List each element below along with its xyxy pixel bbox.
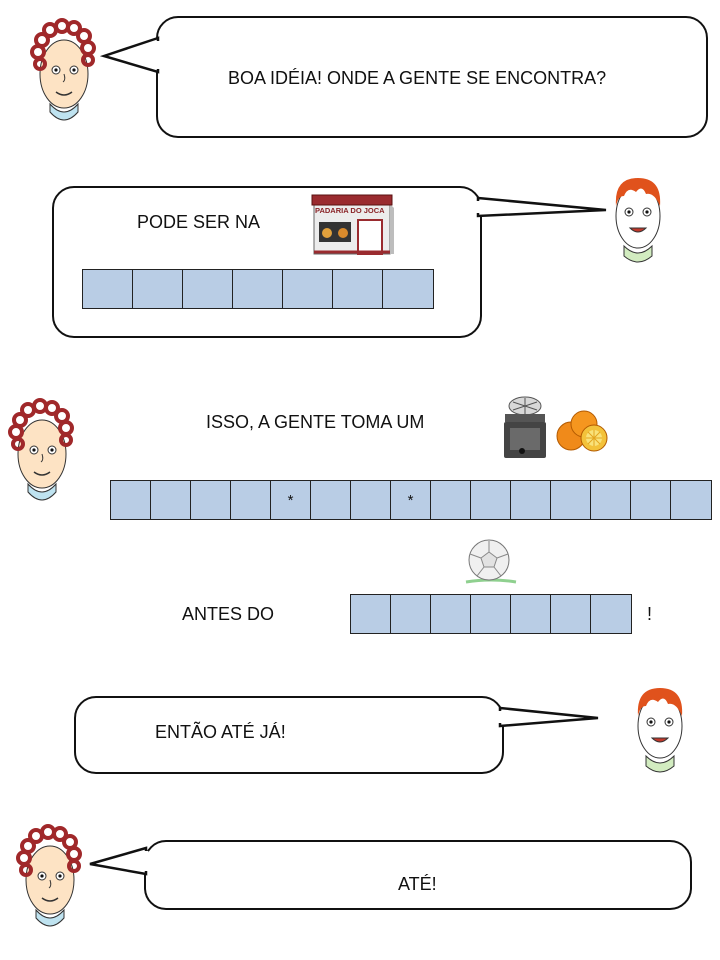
letter-cell[interactable] — [333, 270, 383, 308]
letter-cell[interactable] — [631, 481, 671, 519]
letter-cell[interactable] — [511, 595, 551, 633]
letter-cell[interactable] — [471, 595, 511, 633]
bakery-icon — [311, 194, 394, 255]
speech-bubble-1 — [156, 16, 708, 138]
dialogue-line-4-end: ! — [647, 604, 653, 624]
letter-cell[interactable] — [591, 481, 631, 519]
speech-bubble-2 — [52, 186, 482, 338]
speech-bubble-5 — [74, 696, 504, 774]
letter-cell[interactable] — [283, 270, 333, 308]
curly-hair-girl-icon — [30, 18, 96, 121]
letter-cell[interactable] — [383, 270, 433, 308]
curly-hair-girl-icon — [16, 824, 82, 927]
dialogue-line-5: ENTÃO ATÉ JÁ! — [155, 722, 286, 742]
letter-cell[interactable] — [431, 481, 471, 519]
dialogue-line-2: PODE SER NA — [137, 212, 261, 232]
letter-cell[interactable] — [591, 595, 631, 633]
letter-cell[interactable] — [671, 481, 711, 519]
word-grid-1[interactable] — [82, 269, 434, 309]
letter-cell[interactable] — [151, 481, 191, 519]
letter-cell[interactable] — [511, 481, 551, 519]
letter-cell[interactable] — [351, 595, 391, 633]
letter-cell[interactable]: * — [391, 481, 431, 519]
dialogue-line-1: BOA IDÉIA! ONDE A GENTE SE ENCONTRA? — [228, 68, 607, 88]
letter-cell[interactable] — [111, 481, 151, 519]
letter-cell[interactable] — [311, 481, 351, 519]
letter-cell[interactable] — [183, 270, 233, 308]
letter-cell[interactable] — [83, 270, 133, 308]
redhead-boy-icon — [615, 178, 661, 263]
letter-cell[interactable] — [391, 595, 431, 633]
letter-cell[interactable] — [471, 481, 511, 519]
letter-cell[interactable] — [551, 481, 591, 519]
letter-cell[interactable] — [551, 595, 591, 633]
letter-cell[interactable] — [231, 481, 271, 519]
oranges-icon — [556, 410, 608, 452]
dialogue-line-4: ANTES DO — [182, 604, 275, 624]
curly-hair-girl-icon — [8, 398, 74, 501]
letter-cell[interactable]: * — [271, 481, 311, 519]
letter-cell[interactable] — [233, 270, 283, 308]
soccer-ball-icon — [465, 539, 517, 584]
bakery-sign-text: PADARIA DO JOCA — [315, 206, 385, 215]
speech-bubble-6-tail — [89, 846, 149, 876]
letter-cell[interactable] — [133, 270, 183, 308]
letter-cell[interactable] — [351, 481, 391, 519]
speech-bubble-6 — [144, 840, 692, 910]
dialogue-line-3: ISSO, A GENTE TOMA UM — [206, 412, 425, 432]
redhead-boy-icon — [637, 688, 683, 773]
dialogue-line-6: ATÉ! — [398, 874, 437, 894]
speech-bubble-5-tail — [498, 706, 599, 728]
speech-bubble-2-tail — [476, 196, 607, 218]
word-grid-3[interactable] — [350, 594, 632, 634]
speech-bubble-1-tail — [99, 36, 161, 74]
juicer-icon — [504, 396, 546, 458]
word-grid-2[interactable]: ** — [110, 480, 712, 520]
letter-cell[interactable] — [191, 481, 231, 519]
letter-cell[interactable] — [431, 595, 471, 633]
